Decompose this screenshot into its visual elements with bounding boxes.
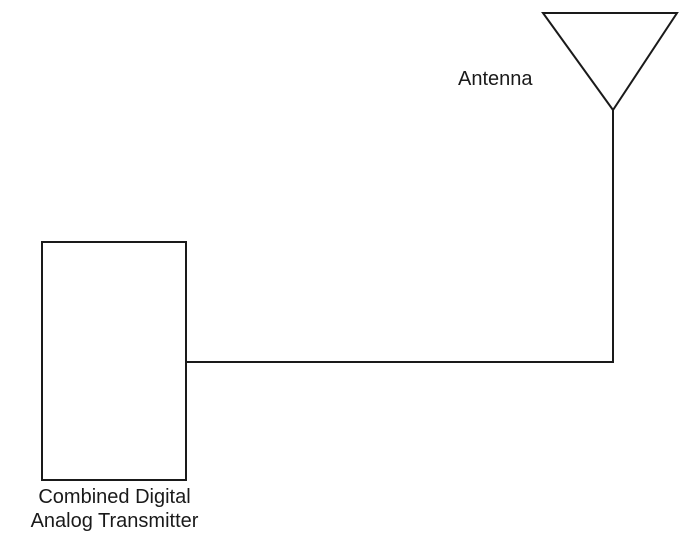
transmitter-box bbox=[41, 241, 187, 481]
antenna-label: Antenna bbox=[458, 68, 533, 90]
transmitter-label-line1: Combined Digital bbox=[38, 486, 191, 508]
transmitter-label-line2: Analog Transmitter bbox=[30, 510, 199, 532]
transmitter-label: Combined Digital Analog Transmitter bbox=[0, 485, 229, 533]
antenna-icon bbox=[541, 12, 679, 112]
